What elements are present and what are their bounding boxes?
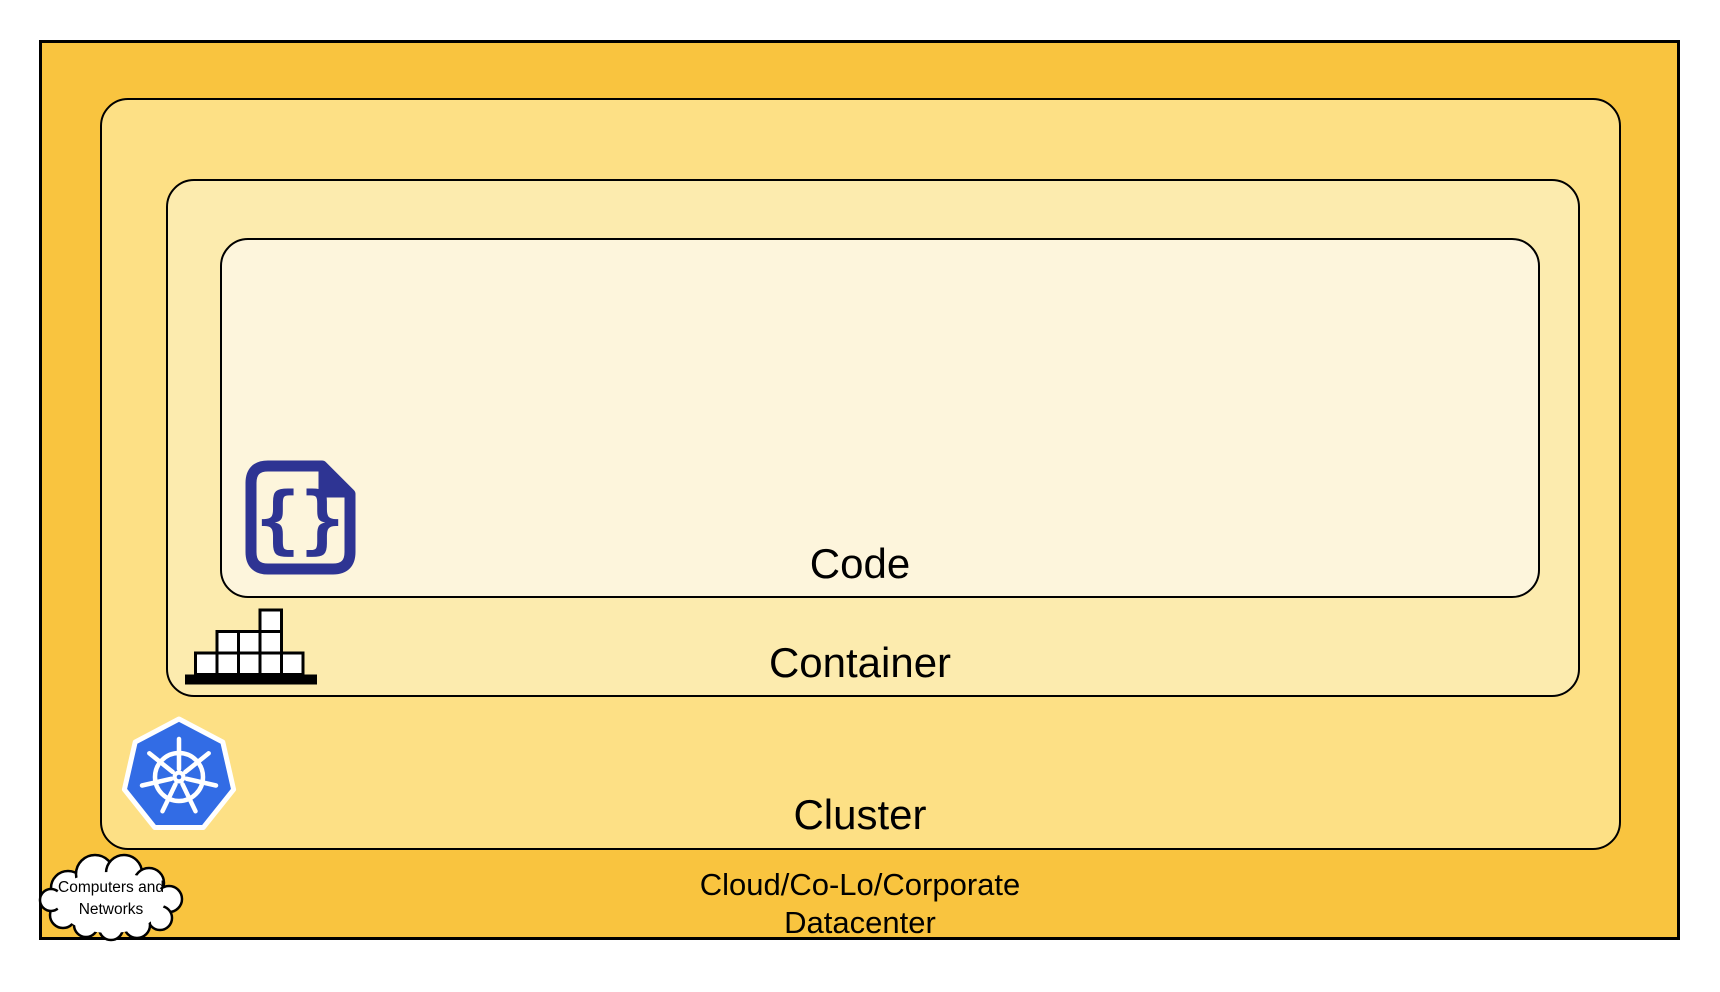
crate bbox=[215, 651, 240, 676]
cloud-icon: Computers and Networks bbox=[38, 853, 184, 942]
datacenter-label: Cloud/Co-Lo/Corporate Datacenter bbox=[0, 866, 1720, 942]
document-outline bbox=[245, 460, 356, 575]
kubernetes-icon bbox=[121, 716, 237, 830]
container-boxes-icon bbox=[185, 608, 317, 685]
folded-corner bbox=[318, 462, 354, 498]
cluster-label: Cluster bbox=[793, 791, 927, 838]
datacenter-label-line1: Cloud/Co-Lo/Corporate bbox=[699, 867, 1021, 902]
code-box bbox=[220, 238, 1540, 598]
crate bbox=[258, 630, 283, 655]
crate bbox=[258, 608, 283, 633]
crate bbox=[280, 651, 305, 676]
base-bar bbox=[185, 674, 317, 685]
datacenter-label-line2: Datacenter bbox=[784, 905, 936, 940]
cloud-label-line1: Computers and bbox=[58, 879, 164, 896]
wheel bbox=[139, 736, 219, 814]
cloud-label-line2: Networks bbox=[79, 901, 144, 918]
code-label: Code bbox=[809, 540, 911, 587]
crate bbox=[194, 651, 219, 676]
braces-glyph: {} bbox=[255, 477, 344, 563]
crate bbox=[258, 651, 283, 676]
code-file-icon: {} bbox=[245, 460, 356, 575]
wheel-hub-center bbox=[176, 774, 182, 780]
crate bbox=[215, 630, 240, 655]
container-label: Container bbox=[768, 639, 952, 686]
crate bbox=[237, 651, 262, 676]
crate bbox=[237, 630, 262, 655]
cloud-body-lower bbox=[63, 887, 157, 933]
